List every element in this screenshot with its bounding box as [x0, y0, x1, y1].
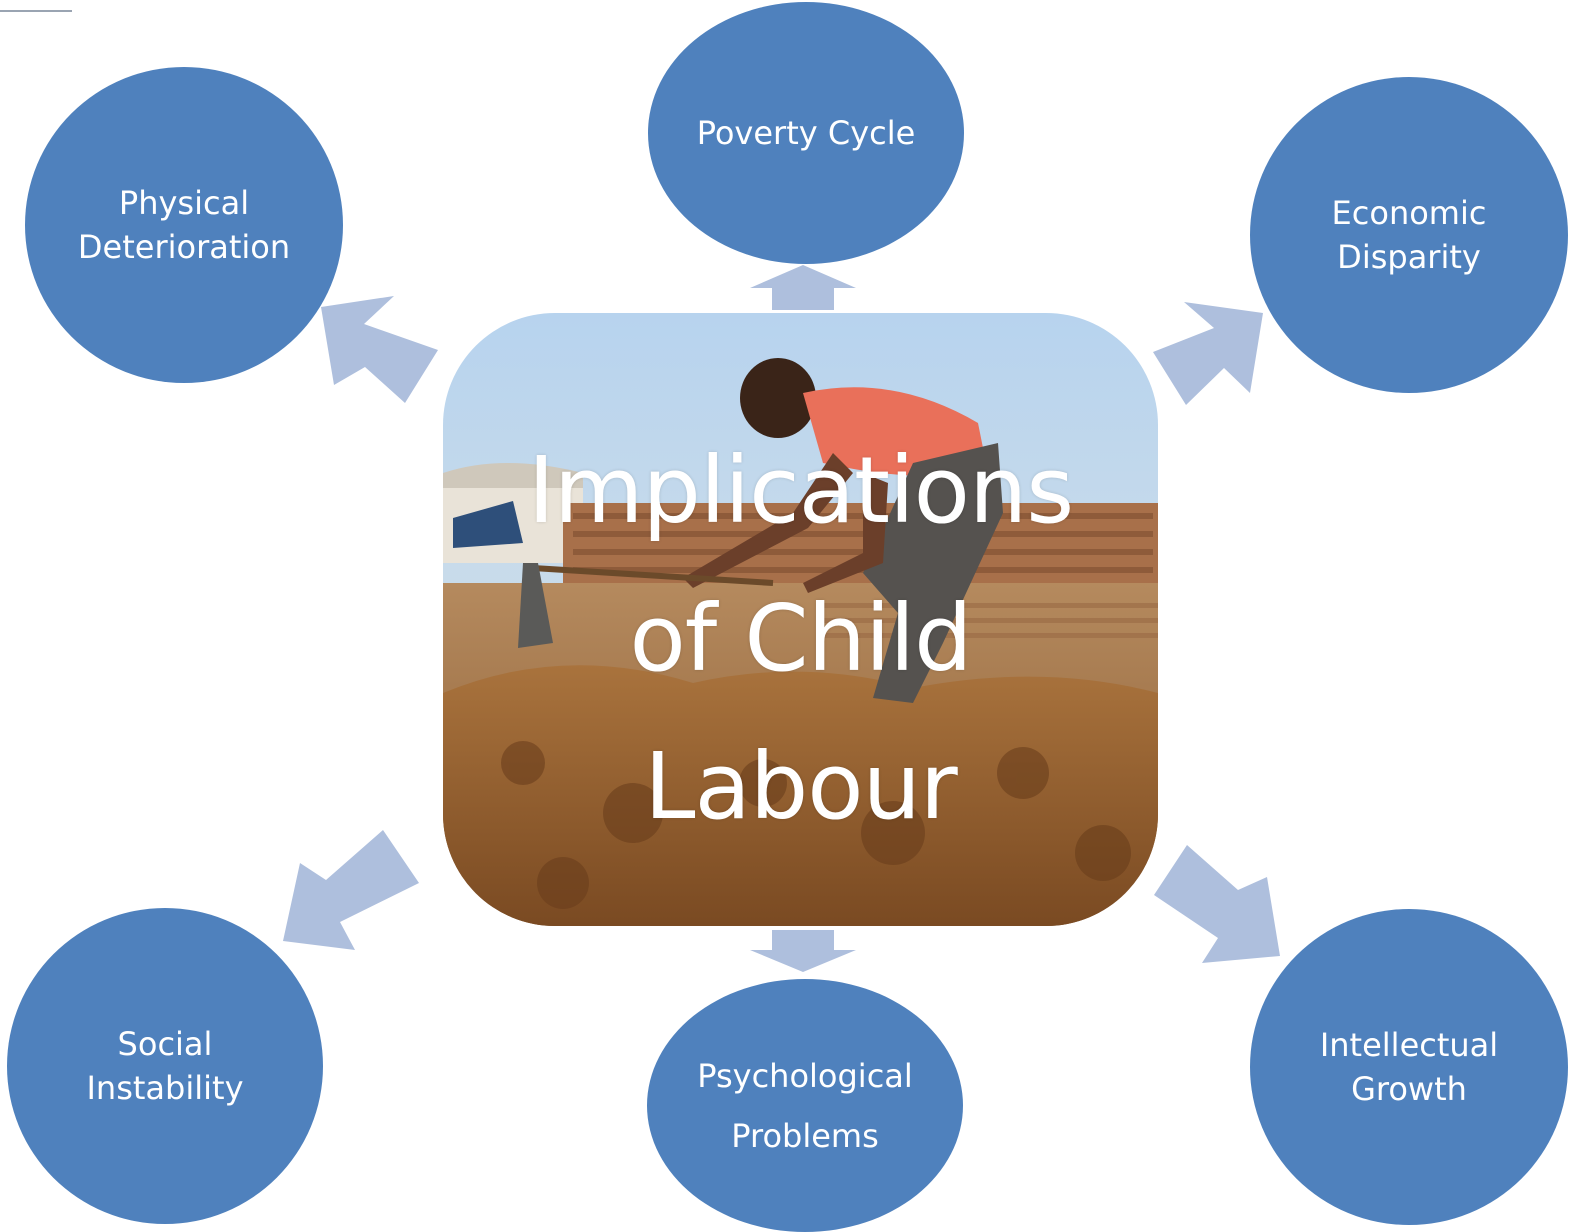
- node-psychological-problems: Psychological Problems: [647, 979, 963, 1232]
- corner-rule: [0, 10, 72, 12]
- node-social-label-2: Instability: [86, 1069, 244, 1107]
- node-economic-label-2: Disparity: [1337, 238, 1481, 276]
- node-poverty-cycle: Poverty Cycle: [648, 2, 964, 264]
- brick-kiln-photo: [443, 313, 1158, 926]
- node-physical-label-1: Physical: [118, 184, 250, 222]
- node-intel-label-2: Growth: [1351, 1070, 1467, 1108]
- node-psych-label-1: Psychological: [697, 1056, 913, 1095]
- node-intellectual-growth: Intellectual Growth: [1250, 909, 1568, 1225]
- node-physical-label-2: Deterioration: [77, 228, 291, 266]
- center-title: Implications of Child Labour: [443, 417, 1158, 861]
- arrow-up: [750, 265, 856, 310]
- arrow-upper-left: [321, 296, 438, 403]
- node-social-instability: Social Instability: [7, 908, 323, 1224]
- node-social-label-1: Social: [117, 1025, 213, 1063]
- node-intel-label-1: Intellectual: [1319, 1026, 1499, 1064]
- node-psych-label-2: Problems: [731, 1116, 879, 1155]
- center-title-line-2: of Child: [629, 585, 973, 692]
- node-economic-disparity: Economic Disparity: [1250, 77, 1568, 393]
- center-title-line-1: Implications: [527, 437, 1074, 544]
- arrow-upper-right: [1153, 302, 1263, 405]
- center-title-line-3: Labour: [644, 733, 957, 840]
- node-poverty-label: Poverty Cycle: [696, 114, 916, 152]
- arrow-lower-left: [283, 830, 419, 950]
- node-physical-deterioration: Physical Deterioration: [25, 67, 343, 383]
- center-photo-panel: Implications of Child Labour: [443, 313, 1158, 926]
- arrow-down: [750, 930, 856, 972]
- node-economic-label-1: Economic: [1331, 194, 1487, 232]
- arrow-lower-right: [1154, 845, 1280, 963]
